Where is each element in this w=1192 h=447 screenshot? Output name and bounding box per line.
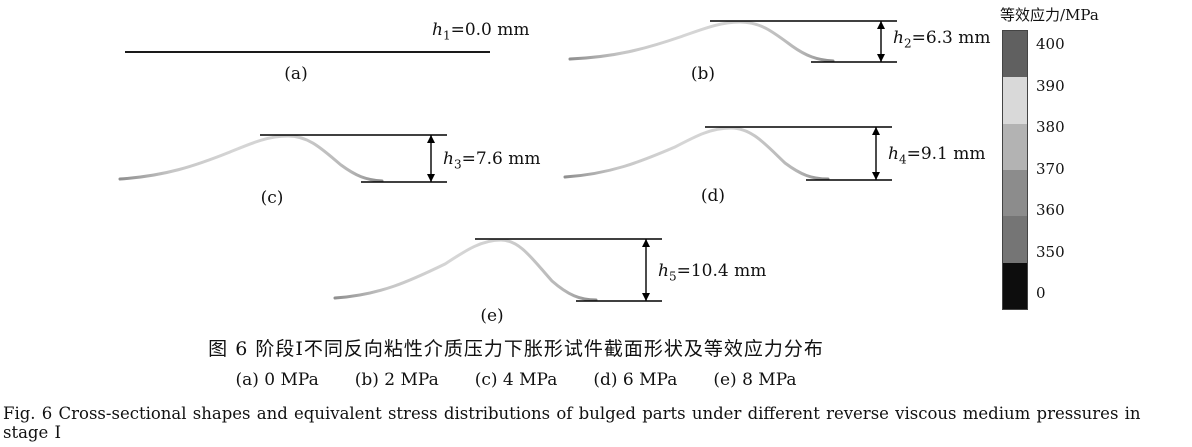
legend-segment (1003, 262, 1027, 309)
height-arrow-d (872, 127, 880, 180)
panel-e: h5=10.4 mm (e) (330, 228, 766, 348)
height-label-b: h2=6.3 mm (893, 28, 991, 51)
legend-segment (1003, 31, 1027, 78)
height-arrow-c (427, 135, 435, 182)
legend-segment (1003, 123, 1027, 170)
panel-b: h2=6.3 mm (b) (565, 0, 995, 100)
profile-curve-e (333, 238, 662, 302)
profile-curve-d (563, 126, 892, 181)
profile-curve-a (125, 51, 490, 53)
height-arrow-e (642, 239, 650, 301)
stress-legend: 等效应力/MPa 400 390 380 370 360 350 0 (1000, 4, 1165, 324)
caption-pressures: (a) 0 MPa (b) 2 MPa (c) 4 MPa (d) 6 MPa … (0, 370, 1032, 390)
legend-tick: 370 (1036, 159, 1065, 178)
pressure-label-b: (b) 2 MPa (354, 370, 439, 390)
panel-letter-d: (d) (700, 186, 726, 206)
height-label-a: h1=0.0 mm (432, 20, 530, 43)
legend-segment (1003, 216, 1027, 263)
pressure-label-c: (c) 4 MPa (474, 370, 558, 390)
height-label-c: h3=7.6 mm (443, 149, 541, 172)
height-arrow-b (877, 21, 885, 62)
panel-d: h4=9.1 mm (d) (560, 116, 990, 226)
legend-ticks: 400 390 380 370 360 350 0 (1036, 30, 1065, 310)
caption-english: Fig. 6 Cross-sectional shapes and equiva… (3, 404, 1141, 442)
legend-tick: 360 (1036, 201, 1065, 219)
profile-curve-c (118, 134, 447, 183)
legend-segment (1003, 169, 1027, 217)
pressure-label-a: (a) 0 MPa (235, 370, 319, 390)
height-label-d: h4=9.1 mm (888, 144, 986, 167)
legend-colorbar (1002, 30, 1028, 310)
panel-c: h3=7.6 mm (c) (115, 120, 545, 230)
panel-letter-e: (e) (480, 306, 504, 326)
panel-a: h1=0.0 mm (a) (120, 14, 550, 104)
pressure-label-e: (e) 8 MPa (713, 370, 797, 390)
profile-curve-b (568, 20, 897, 63)
legend-segment (1003, 77, 1027, 124)
panel-letter-c: (c) (260, 188, 284, 208)
panel-letter-a: (a) (284, 64, 308, 84)
legend-tick: 350 (1036, 242, 1065, 261)
legend-title: 等效应力/MPa (1000, 6, 1099, 24)
legend-tick: 0 (1036, 284, 1046, 302)
legend-tick: 390 (1036, 76, 1065, 95)
panel-letter-b: (b) (690, 64, 716, 84)
height-label-e: h5=10.4 mm (658, 261, 767, 284)
legend-tick: 400 (1036, 35, 1065, 53)
legend-tick: 380 (1036, 118, 1065, 136)
caption-chinese: 图 6 阶段Ⅰ不同反向粘性介质压力下胀形试件截面形状及等效应力分布 (208, 338, 824, 360)
pressure-label-d: (d) 6 MPa (593, 370, 678, 390)
